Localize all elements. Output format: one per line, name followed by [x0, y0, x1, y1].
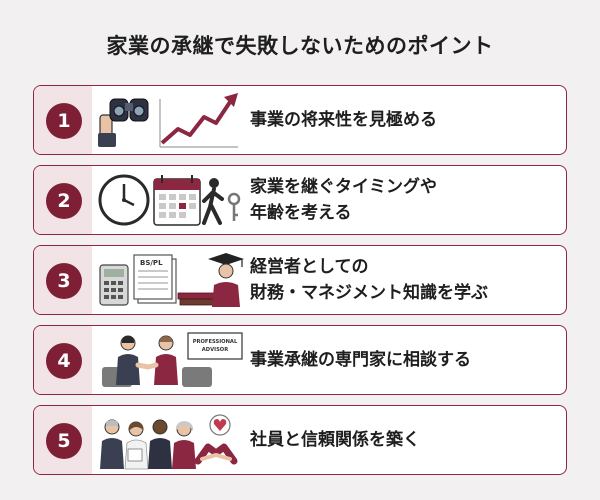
team-of-employees-handshake-heart-icon	[100, 414, 238, 470]
point-number: 3	[46, 263, 82, 299]
point-card-4: 4 PROFESSIONAL ADVISOR 事業承継の専門家に相談する	[33, 325, 567, 395]
point-label: 事業の将来性を見極める	[250, 109, 437, 130]
svg-text:PROFESSIONAL: PROFESSIONAL	[193, 339, 238, 345]
svg-text:ADVISOR: ADVISOR	[202, 347, 228, 353]
point-number: 1	[46, 103, 82, 139]
point-label: 家業を継ぐタイミングや 年齢を考える	[250, 176, 437, 223]
page-title: 家業の承継で失敗しないためのポイント	[106, 34, 494, 58]
point-card-3: 3 BS/PL 経営者としての 財務・マネジメン	[33, 245, 567, 315]
point-number: 4	[46, 343, 82, 379]
point-label: 事業承継の専門家に相談する	[250, 349, 471, 370]
clock-calendar-walking-person-key-icon	[98, 174, 241, 226]
calculator-financial-documents-graduate-icon: BS/PL	[99, 253, 244, 307]
point-card-5: 5 社員と信頼関係を築く	[33, 405, 567, 475]
handshake-advisor-meeting-icon: PROFESSIONAL ADVISOR	[102, 332, 243, 387]
point-card-1: 1 事業の将来性を見極める	[33, 85, 567, 155]
point-label: 社員と信頼関係を築く	[250, 429, 420, 450]
point-number: 5	[46, 423, 82, 459]
binoculars-growth-chart-icon	[98, 93, 238, 148]
svg-text:BS/PL: BS/PL	[140, 259, 163, 267]
point-card-2: 2 家業を継ぐタイミングや 年齢を考える	[33, 165, 567, 235]
point-number: 2	[46, 183, 82, 219]
point-label: 経営者としての 財務・マネジメント知識を学ぶ	[250, 256, 488, 303]
